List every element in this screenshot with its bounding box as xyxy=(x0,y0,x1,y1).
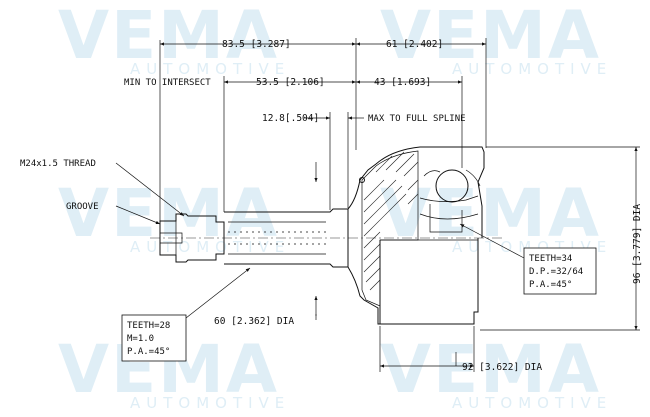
watermark-tagline: AUTOMOTIVE xyxy=(452,394,612,412)
label-groove: GROOVE xyxy=(66,202,99,212)
watermark-brand: VEMA xyxy=(380,0,601,74)
dim-shaft-dia: 60 [2.362] DIA xyxy=(214,316,294,327)
outer-spline-spec-box: TEETH=28 M=1.0 P.A.=45° xyxy=(121,314,187,362)
dim-max-to-full-spline: MAX TO FULL SPLINE xyxy=(368,114,466,124)
dim-min-to-intersect-value: 53.5 [2.106] xyxy=(256,77,325,88)
watermark-brand: VEMA xyxy=(58,0,279,74)
watermark-logos: VEMA AUTOMOTIVE VEMA AUTOMOTIVE VEMA AUT… xyxy=(58,0,612,412)
dimension-lines xyxy=(160,42,638,368)
extension-lines xyxy=(159,38,640,372)
outer-spline-pressure-angle: P.A.=45° xyxy=(127,347,170,357)
dim-intersect-to-face: 43 [1.693] xyxy=(374,77,431,88)
watermark-tagline: AUTOMOTIVE xyxy=(130,238,290,256)
inner-spline-pressure-angle: P.A.=45° xyxy=(529,280,572,290)
outer-spline-teeth: TEETH=28 xyxy=(127,321,170,331)
label-thread: M24x1.5 THREAD xyxy=(20,159,96,169)
dim-spline-shoulder: 12.8[.504] xyxy=(262,113,319,124)
dim-overall-left-length: 83.5 [3.287] xyxy=(222,39,291,50)
watermark-tagline: AUTOMOTIVE xyxy=(452,60,612,78)
dim-housing-dia: 92 [3.622] DIA xyxy=(462,362,542,373)
inner-spline-teeth: TEETH=34 xyxy=(529,254,572,264)
watermark-brand: VEMA xyxy=(380,175,601,252)
inner-spline-spec-box: TEETH=34 D.P.=32/64 P.A.=45° xyxy=(523,247,597,295)
dim-overall-right-length: 61 [2.402] xyxy=(386,39,443,50)
watermark-tagline: AUTOMOTIVE xyxy=(130,394,290,412)
watermark-tagline: AUTOMOTIVE xyxy=(130,60,290,78)
dim-min-to-intersect-label: MIN TO INTERSECT xyxy=(124,78,211,88)
watermark-brand: VEMA xyxy=(58,175,279,252)
watermark-brand: VEMA xyxy=(380,331,601,408)
leader-lines xyxy=(115,162,525,366)
outer-spline-module: M=1.0 xyxy=(127,334,154,344)
dim-overall-dia: 96 [3.779] DIA xyxy=(632,204,643,284)
inner-spline-diametral-pitch: D.P.=32/64 xyxy=(529,267,583,277)
